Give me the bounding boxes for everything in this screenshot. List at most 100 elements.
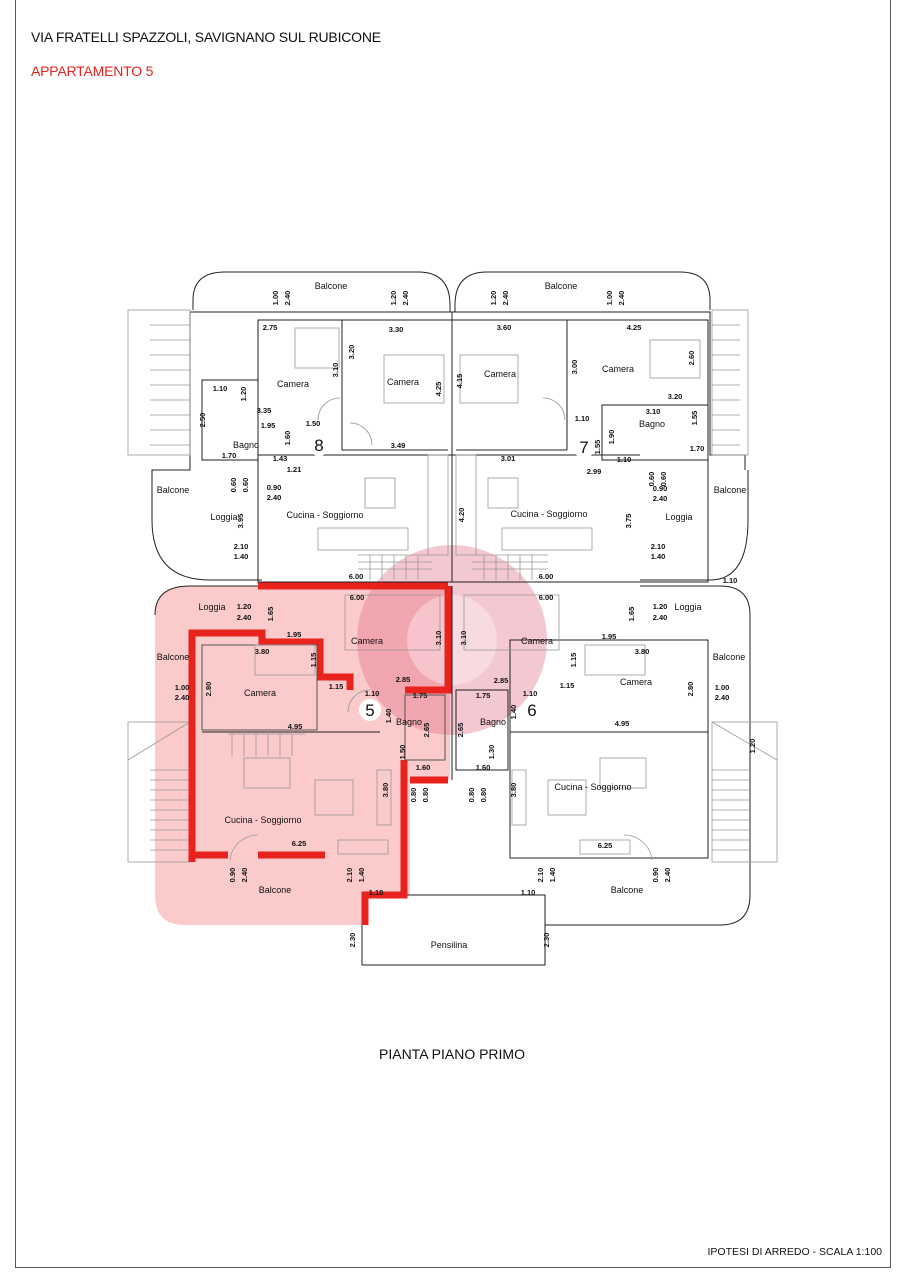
dimension-label: 1.95 bbox=[602, 632, 617, 641]
dimension-label: 6.00 bbox=[539, 593, 554, 602]
building-outline-bottom bbox=[154, 585, 751, 966]
room-label: Cucina - Soggiorno bbox=[554, 782, 631, 792]
building-outline-top bbox=[151, 311, 749, 581]
dimension-label: 1.20 bbox=[653, 602, 668, 611]
dimension-label: 2.40 bbox=[175, 693, 190, 702]
dimension-label: 1.20 bbox=[239, 387, 248, 402]
apartment-number-badge bbox=[308, 434, 330, 456]
dimension-label: 2.40 bbox=[267, 493, 282, 502]
apartment-number-badge bbox=[359, 699, 381, 721]
room-label: Camera bbox=[620, 677, 652, 687]
dimension-label: 1.70 bbox=[690, 444, 705, 453]
dimension-label: 3.80 bbox=[635, 647, 650, 656]
dimension-label: 2.40 bbox=[653, 613, 668, 622]
dimension-label: 3.60 bbox=[497, 323, 512, 332]
room-label: Pensilina bbox=[431, 940, 468, 950]
dimension-label: 1.70 bbox=[222, 451, 237, 460]
room-label: Camera bbox=[602, 364, 634, 374]
room-label: Bagno bbox=[480, 717, 506, 727]
dimension-label: 0.60 bbox=[659, 472, 668, 487]
dimension-label: 2.85 bbox=[494, 676, 509, 685]
dimension-label: 4.25 bbox=[434, 382, 443, 397]
dimension-label: 6.25 bbox=[292, 839, 307, 848]
dimension-label: 1.21 bbox=[287, 465, 302, 474]
plan-title: PIANTA PIANO PRIMO bbox=[379, 1046, 525, 1062]
dimension-label: 2.30 bbox=[348, 933, 357, 948]
dimension-label: 1.10 bbox=[523, 689, 538, 698]
dimension-label: 1.40 bbox=[234, 552, 249, 561]
dimension-label: 3.00 bbox=[570, 360, 579, 375]
dimension-label: 2.99 bbox=[587, 467, 602, 476]
furniture-top bbox=[294, 327, 701, 556]
room-label: Balcone bbox=[157, 485, 190, 495]
apartment-heading: APPARTAMENTO 5 bbox=[31, 63, 154, 79]
apartment-number: 7 bbox=[579, 438, 588, 457]
room-label: Balcone bbox=[545, 281, 578, 291]
dimension-label: 2.85 bbox=[396, 675, 411, 684]
dimension-label: 1.75 bbox=[413, 691, 428, 700]
dimension-label: 1.50 bbox=[398, 745, 407, 760]
pensilina-canopy bbox=[361, 894, 546, 966]
dimension-label: 1.50 bbox=[306, 419, 321, 428]
dimension-label: 2.65 bbox=[422, 723, 431, 738]
walls-top bbox=[201, 312, 709, 583]
dimension-label: 2.10 bbox=[651, 542, 666, 551]
dimension-label: 3.75 bbox=[624, 514, 633, 529]
dimension-label: 1.20 bbox=[389, 291, 398, 306]
walls-bottom bbox=[451, 586, 709, 859]
dimension-label: 0.60 bbox=[241, 478, 250, 493]
dimension-label: 1.55 bbox=[593, 440, 602, 455]
balcony-top-left bbox=[192, 271, 451, 312]
dimension-label: 3.20 bbox=[668, 392, 683, 401]
dimension-label: 3.10 bbox=[434, 631, 443, 646]
apartment-number: 8 bbox=[314, 436, 323, 455]
dimension-label: 6.00 bbox=[350, 593, 365, 602]
room-label: Loggia bbox=[198, 602, 225, 612]
apartment-number-badge bbox=[573, 436, 595, 458]
dimension-label: 1.00 bbox=[175, 683, 190, 692]
dimension-label: 4.20 bbox=[457, 508, 466, 523]
room-label: Balcone bbox=[315, 281, 348, 291]
dimension-label: 3.80 bbox=[255, 647, 270, 656]
dimension-label: 2.40 bbox=[283, 291, 292, 306]
dimension-label: 1.20 bbox=[748, 739, 757, 754]
dimension-label: 3.10 bbox=[331, 363, 340, 378]
dimension-label: 1.60 bbox=[476, 763, 491, 772]
dimension-label: 1.10 bbox=[723, 576, 738, 585]
dimension-label: 1.43 bbox=[273, 454, 288, 463]
room-label: Cucina - Soggiorno bbox=[224, 815, 301, 825]
page-frame bbox=[15, 0, 891, 1268]
dimension-label: 1.90 bbox=[607, 430, 616, 445]
dimension-label: 3.35 bbox=[257, 406, 272, 415]
dimension-label: 0.80 bbox=[479, 788, 488, 803]
dimension-label: 2.40 bbox=[715, 693, 730, 702]
dimension-label: 3.80 bbox=[509, 783, 518, 798]
room-label: Bagno bbox=[396, 717, 422, 727]
apartment-number-badge bbox=[521, 699, 543, 721]
dimension-label: 1.40 bbox=[651, 552, 666, 561]
dimension-label: 2.40 bbox=[663, 868, 672, 883]
dimension-label: 2.40 bbox=[653, 494, 668, 503]
dimension-label: 6.00 bbox=[349, 572, 364, 581]
dimension-label: 1.20 bbox=[237, 602, 252, 611]
dimension-label: 0.80 bbox=[409, 788, 418, 803]
dimension-label: 2.10 bbox=[345, 868, 354, 883]
dimension-label: 6.00 bbox=[539, 572, 554, 581]
dimension-label: 3.10 bbox=[646, 407, 661, 416]
room-label: Camera bbox=[277, 379, 309, 389]
dimension-label: 2.10 bbox=[536, 868, 545, 883]
dimension-label: 2.80 bbox=[204, 682, 213, 697]
dimension-label: 2.80 bbox=[686, 682, 695, 697]
dimension-label: 1.00 bbox=[271, 291, 280, 306]
room-label: Balcone bbox=[259, 885, 292, 895]
dimension-label: 6.25 bbox=[598, 841, 613, 850]
dimension-label: 1.55 bbox=[690, 411, 699, 426]
dimension-label: 2.40 bbox=[617, 291, 626, 306]
dimension-label: 4.95 bbox=[615, 719, 630, 728]
room-label: Cucina - Soggiorno bbox=[510, 509, 587, 519]
apartment-number: 5 bbox=[365, 701, 374, 720]
dimension-label: 0.90 bbox=[653, 484, 668, 493]
